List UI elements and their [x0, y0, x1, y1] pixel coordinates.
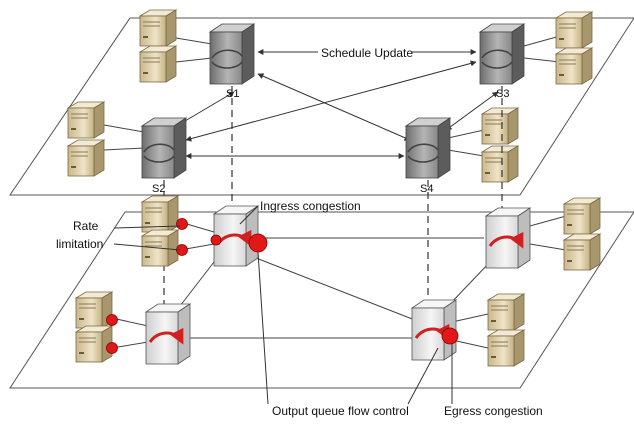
schedule-update-arrows: [179, 49, 499, 159]
switch-s4-icon: [405, 117, 451, 179]
server-icon: [563, 233, 601, 271]
lower-links: [111, 215, 567, 349]
server-icon: [555, 47, 593, 85]
upper-plane: [9, 17, 634, 196]
switch-s3-icon: [479, 23, 525, 85]
server-icon: [487, 293, 525, 331]
rate-label: Rate: [73, 219, 99, 233]
server-icon: [487, 329, 525, 367]
schedule-update-label: Schedule Update: [321, 46, 413, 60]
limitation-label: limitation: [56, 237, 103, 251]
switch-s4-label: S4: [420, 183, 433, 195]
vertical-dashed-links: [163, 86, 503, 306]
switch-s2-icon: [141, 117, 187, 179]
server-icon: [67, 101, 105, 139]
server-icon: [139, 45, 177, 83]
switch-s1-label: S1: [226, 88, 239, 100]
flow-arrows: [148, 229, 524, 345]
server-icon: [481, 145, 519, 183]
server-icon: [75, 325, 113, 363]
server-icon: [139, 9, 177, 47]
output-queue-flow-control-label: Output queue flow control: [272, 404, 409, 418]
server-icon: [563, 197, 601, 235]
server-icon: [67, 139, 105, 177]
annotation-leaders: [113, 205, 453, 405]
schedule-update-label-bg: [318, 45, 412, 59]
lower-plane: [9, 211, 634, 389]
server-icon: [481, 107, 519, 145]
ingress-congestion-label: Ingress congestion: [260, 199, 361, 213]
server-icon: [555, 11, 593, 49]
egress-congestion-label: Egress congestion: [444, 404, 543, 418]
switch-s3-label: S3: [496, 88, 509, 100]
server-icon: [75, 291, 113, 329]
switch-s2-label: S2: [152, 183, 165, 195]
switch-s1-icon: [209, 23, 255, 85]
congestion-markers: [106, 218, 459, 354]
